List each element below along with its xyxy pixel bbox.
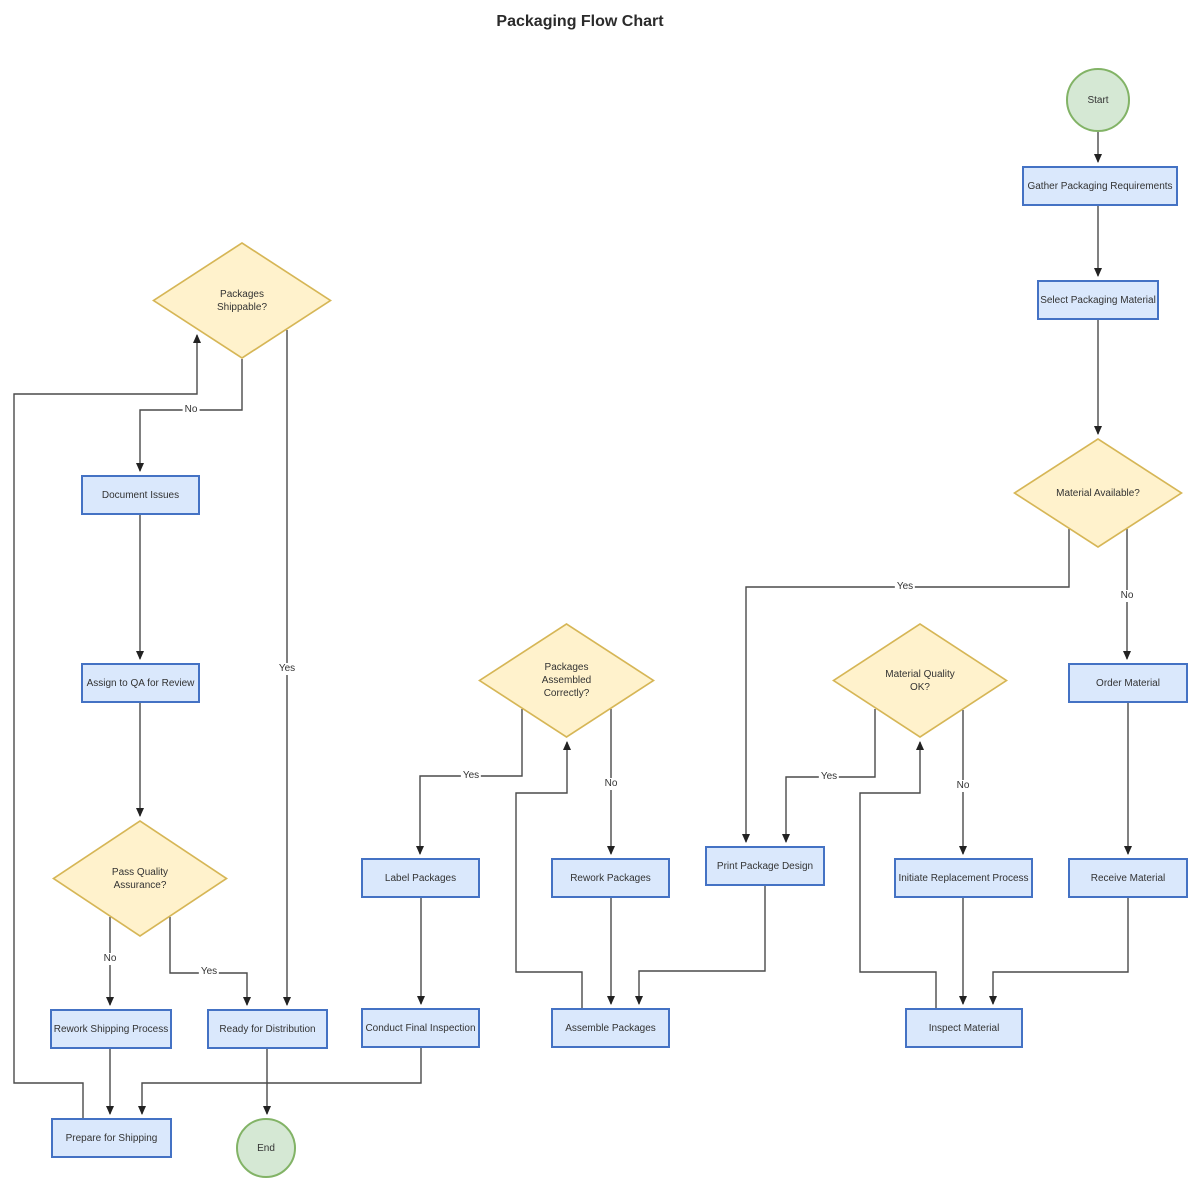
edge-print-to-assemble — [635, 886, 766, 1005]
node-print-package-design: Print Package Design — [705, 846, 825, 886]
node-receive-material: Receive Material — [1068, 858, 1188, 898]
node-inspect-material: Inspect Material — [905, 1008, 1023, 1048]
node-label: Select Packaging Material — [1040, 294, 1156, 306]
node-label: Document Issues — [101, 489, 180, 501]
node-label: Initiate Replacement Process — [898, 872, 1029, 884]
node-assemble-packages: Assemble Packages — [551, 1008, 670, 1048]
edge-label-material-available-no: No — [1118, 590, 1136, 602]
node-label: Order Material — [1096, 677, 1160, 689]
edge-label-pass-qa-yes: Yes — [198, 966, 220, 978]
node-initiate-replacement-process: Initiate Replacement Process — [894, 858, 1033, 898]
node-select-packaging-material: Select Packaging Material — [1037, 280, 1159, 320]
edge-label-material-available-yes: Yes — [894, 581, 916, 593]
edge-label-packages-shippable-no: No — [182, 404, 200, 416]
node-start-label: Start — [1087, 94, 1109, 106]
node-label: Rework Shipping Process — [53, 1023, 169, 1035]
node-label: Prepare for Shipping — [65, 1132, 158, 1144]
decision-material-quality-ok: Material Quality OK? — [832, 623, 1008, 738]
edge-label-material-quality-yes: Yes — [818, 771, 840, 783]
node-rework-shipping-process: Rework Shipping Process — [50, 1009, 172, 1049]
node-prepare-for-shipping: Prepare for Shipping — [51, 1118, 172, 1158]
node-start: Start — [1066, 68, 1130, 132]
node-conduct-final-inspection: Conduct Final Inspection — [361, 1008, 480, 1048]
node-document-issues: Document Issues — [81, 475, 200, 515]
node-label: Ready for Distribution — [219, 1023, 316, 1035]
decision-packages-shippable: Packages Shippable? — [152, 242, 332, 359]
edge-label-packages-shippable-yes: Yes — [276, 663, 298, 675]
node-end-label: End — [257, 1142, 275, 1154]
node-label: Rework Packages — [570, 872, 651, 884]
edge-label-packages-assembled-yes: Yes — [460, 770, 482, 782]
node-assign-to-qa-for-review: Assign to QA for Review — [81, 663, 200, 703]
node-label: Assign to QA for Review — [86, 677, 195, 689]
node-end: End — [236, 1118, 296, 1178]
node-label-packages: Label Packages — [361, 858, 480, 898]
edge-prepare-to-packages-shippable — [13, 334, 201, 1118]
node-label: Packages Shippable? — [216, 288, 268, 313]
node-label: Assemble Packages — [565, 1022, 656, 1034]
node-rework-packages: Rework Packages — [551, 858, 670, 898]
edge-label-material-quality-no: No — [954, 780, 972, 792]
node-label: Pass Quality Assurance? — [111, 866, 169, 891]
node-label: Receive Material — [1090, 872, 1166, 884]
edge-inspect-to-material-quality — [859, 741, 937, 1008]
node-order-material: Order Material — [1068, 663, 1188, 703]
edge-label-pass-qa-no: No — [101, 953, 119, 965]
node-ready-for-distribution: Ready for Distribution — [207, 1009, 328, 1049]
node-label: Inspect Material — [928, 1022, 1000, 1034]
node-label: Packages Assembled Correctly? — [541, 662, 592, 699]
decision-pass-quality-assurance: Pass Quality Assurance? — [52, 820, 228, 937]
page-title: Packaging Flow Chart — [496, 13, 664, 30]
node-gather-packaging-requirements: Gather Packaging Requirements — [1022, 166, 1178, 206]
edge-assemble-to-packages-assembled — [515, 741, 583, 1008]
decision-material-available: Material Available? — [1013, 438, 1183, 548]
node-label: Conduct Final Inspection — [365, 1022, 476, 1034]
node-label: Label Packages — [384, 872, 457, 884]
edge-label-packages-assembled-no: No — [602, 778, 620, 790]
decision-packages-assembled-correctly: Packages Assembled Correctly? — [478, 623, 655, 738]
edge-conduct-to-prepare — [138, 1048, 422, 1115]
edge-receive-to-inspect — [989, 898, 1129, 1005]
node-label: Print Package Design — [716, 860, 814, 872]
node-label: Material Available? — [1056, 487, 1140, 499]
node-label: Material Quality OK? — [885, 668, 955, 693]
node-label: Gather Packaging Requirements — [1027, 180, 1173, 192]
